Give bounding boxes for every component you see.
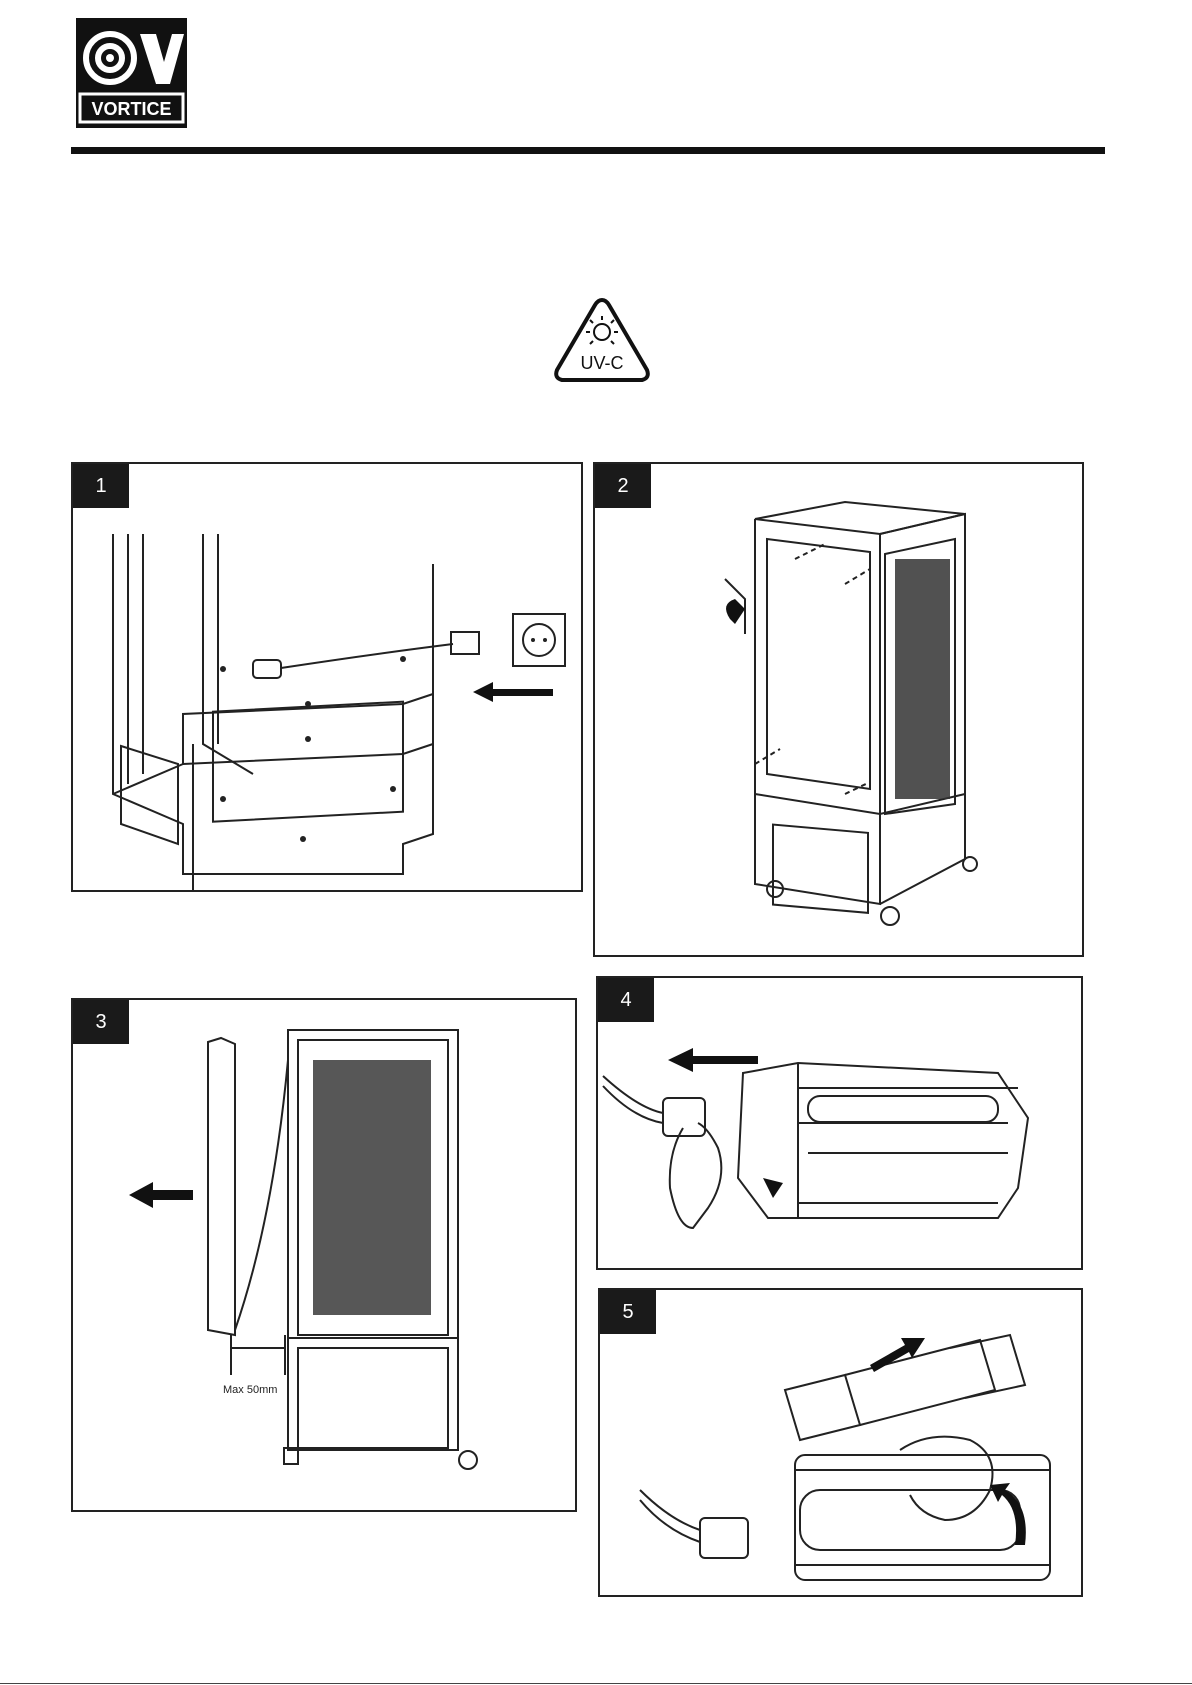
replace-uv-lamp-illustration [600,1290,1081,1595]
vortice-logo: VORTICE [76,18,187,128]
step-1-panel: 1 [71,462,583,892]
step-3-panel: Max 50mm 3 [71,998,577,1512]
uv-c-label: UV-C [580,353,623,373]
unplug-power-cord-illustration [73,464,581,890]
footer-rule [0,1683,1192,1684]
step-5-panel: 5 [598,1288,1083,1597]
disconnect-lamp-connector-illustration [598,978,1081,1268]
step-number: 2 [595,464,651,508]
step-number: 3 [73,1000,129,1044]
remove-side-panel-illustration: Max 50mm [73,1000,575,1510]
max-distance-label: Max 50mm [223,1384,277,1396]
step-number: 1 [73,464,129,508]
logo-text: VORTICE [91,99,171,119]
step-number: 4 [598,978,654,1022]
unscrew-side-panel-screws-illustration [595,464,1082,955]
uv-c-warning-icon: UV-C [552,296,652,386]
step-number: 5 [600,1290,656,1334]
header-rule [71,147,1105,154]
step-4-panel: 4 [596,976,1083,1270]
step-2-panel: 2 [593,462,1084,957]
